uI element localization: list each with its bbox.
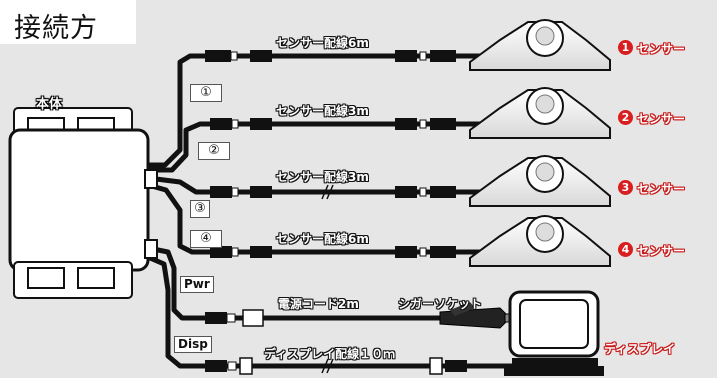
connectors [205,50,467,375]
display-cable-label: ディスプレイ配線１０ｍ [264,347,396,361]
display-unit-label: ディスプレイ [604,342,676,356]
cable-number-2: ② [198,142,230,160]
sensor-cable-3-label: センサー配線3m [276,170,369,184]
sensor-1-number: 1 [618,40,633,55]
sensor-2-number: 2 [618,110,633,125]
sensor-unit-4 [469,215,611,267]
sensor-2-label: センサー [637,112,686,126]
sensor-cable-4 [145,182,513,255]
cigarette-plug-label: シガーソケット [398,297,483,311]
sensor-cable-2-label: センサー配線3m [276,104,369,118]
main-unit [8,107,158,299]
display-tag: Disp [174,336,212,353]
sensor-3-label: センサー [637,182,686,196]
sensor-cable-4-label: センサー配線6m [276,232,369,246]
sensor-unit-3 [469,155,611,207]
sensor-cable-1 [142,53,513,168]
cable-number-1: ① [190,84,222,102]
sensor-4-number: 4 [618,242,633,257]
sensor-1-label: センサー [637,42,686,56]
sensor-4-label: センサー [637,244,686,258]
cable-bundle [142,53,518,369]
power-cable-label: 電源コード2m [278,297,359,311]
sensor-3-number: 3 [618,180,633,195]
sensor-cable-1-label: センサー配線6m [276,36,369,50]
title-box: 接続方 [0,0,136,44]
page-title: 接続方 [14,13,98,44]
cable-number-3: ③ [190,200,210,218]
main-unit-label: 本体 [36,97,63,112]
sensor-unit-2 [469,87,611,139]
display-unit [504,290,604,376]
cable-number-4: ④ [190,230,222,248]
sensor-cable-3 [145,175,513,195]
power-tag: Pwr [180,276,214,293]
break-marks [321,184,334,374]
sensor-unit-1 [469,19,611,71]
